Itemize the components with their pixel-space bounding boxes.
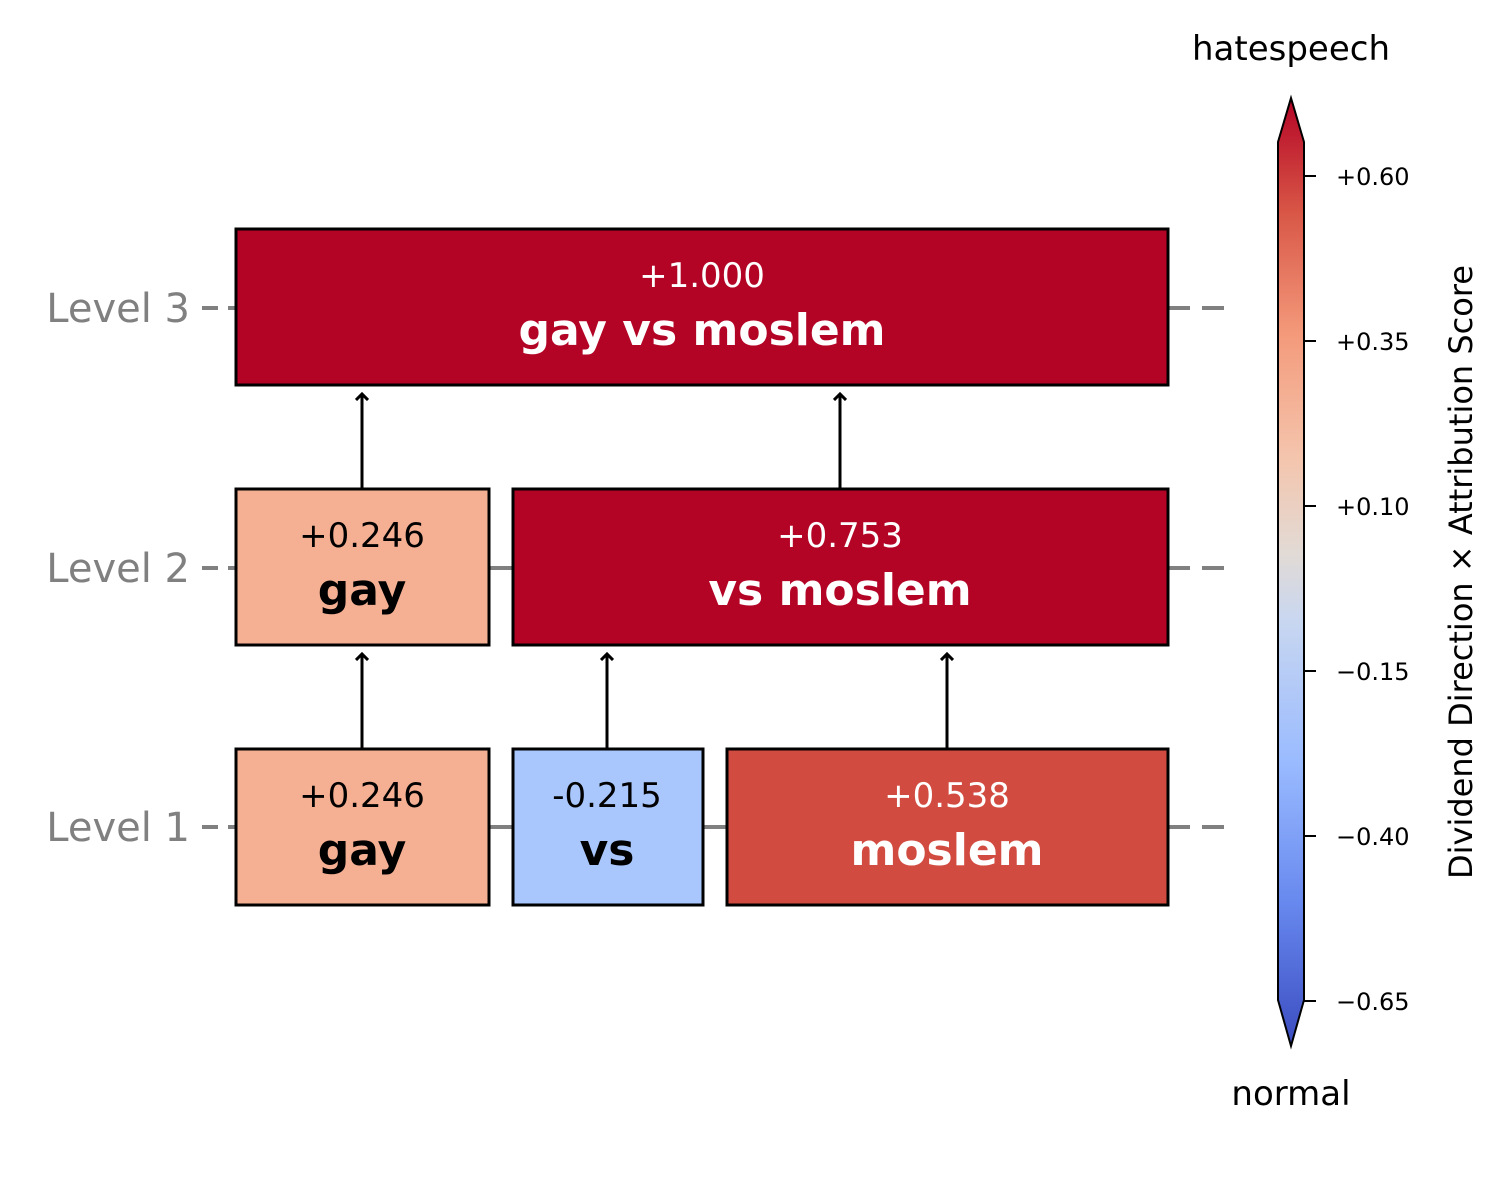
arrows (362, 394, 947, 748)
node-l3-gay-vs-moslem: +1.000 gay vs moslem (234, 227, 1170, 387)
colorbar: hatespeech +0.60 +0.35 +0.10 −0.15 −0.40… (1192, 29, 1480, 1114)
level-guides (202, 306, 1230, 829)
node-l2-vs-moslem: +0.753 vs moslem (511, 487, 1170, 647)
level-2-label: Level 2 (46, 546, 190, 592)
node-token: vs moslem (708, 565, 971, 616)
node-token: gay (318, 825, 407, 876)
colorbar-tick-label: −0.15 (1336, 658, 1410, 686)
node-l1-gay: +0.246 gay (234, 747, 491, 907)
colorbar-tick-label: −0.40 (1336, 823, 1410, 851)
node-token: gay vs moslem (518, 305, 885, 356)
level-3-label: Level 3 (46, 286, 190, 332)
node-score: +0.753 (777, 516, 903, 556)
node-score: +0.246 (299, 516, 425, 556)
colorbar-axis-label: Dividend Direction × Attribution Score (1442, 265, 1480, 879)
node-l1-moslem: +0.538 moslem (725, 747, 1170, 907)
node-score: +1.000 (639, 256, 765, 296)
node-score: +0.538 (884, 776, 1010, 816)
level-1-label: Level 1 (46, 805, 190, 851)
node-token: moslem (850, 825, 1043, 876)
colorbar-gradient (1277, 94, 1305, 1050)
colorbar-top-label: hatespeech (1192, 29, 1390, 69)
colorbar-tick-label: +0.35 (1336, 328, 1410, 356)
colorbar-tick-label: +0.60 (1336, 163, 1410, 191)
node-token: gay (318, 565, 407, 616)
node-token: vs (580, 825, 635, 876)
node-l2-gay: +0.246 gay (234, 487, 491, 647)
colorbar-tick-label: +0.10 (1336, 493, 1410, 521)
colorbar-ticks (1304, 175, 1316, 1002)
colorbar-bottom-label: normal (1231, 1074, 1350, 1114)
colorbar-tick-label: −0.65 (1336, 988, 1410, 1016)
node-l1-vs: -0.215 vs (511, 747, 705, 907)
node-score: +0.246 (299, 776, 425, 816)
node-score: -0.215 (552, 776, 662, 816)
